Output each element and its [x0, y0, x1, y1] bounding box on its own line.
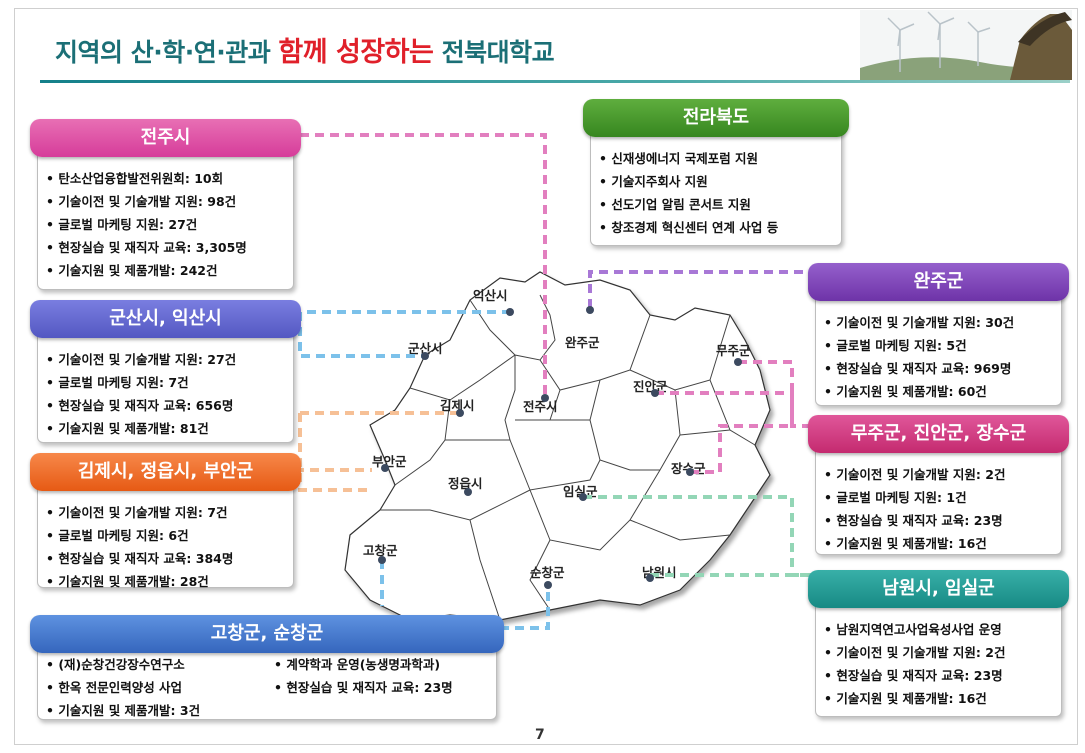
list-item: 기술지주회사 지원: [599, 170, 835, 193]
list-item: 현장실습 및 재직자 교육: 656명: [46, 394, 287, 417]
box-gimje-title: 김제시, 정읍시, 부안군: [30, 453, 301, 491]
box-gunsan-title: 군산시, 익산시: [30, 300, 301, 338]
box-jeonbuk-title: 전라북도: [583, 99, 849, 137]
map-label-gunsan: 군산시: [408, 341, 443, 356]
title-suffix: 전북대학교: [441, 38, 555, 67]
list-item: 현장실습 및 재직자 교육: 23명: [824, 664, 1055, 687]
jeonbuk-map: [344, 271, 771, 621]
list-item: 기술지원 및 제품개발: 60건: [824, 380, 1055, 403]
list-item: 글로벌 마케팅 지원: 7건: [46, 371, 287, 394]
list-item: 계약학과 운영(농생명과학과): [274, 653, 484, 676]
box-gunsan-iksan: 군산시, 익산시 기술이전 및 기술개발 지원: 27건 글로벌 마케팅 지원:…: [30, 300, 301, 443]
box-jeonju-title: 전주시: [30, 119, 301, 157]
map-dot-sunchang: [544, 581, 552, 589]
page-title: 지역의 산·학·연·관과 함께 성장하는 전북대학교: [55, 30, 555, 69]
map-dot-namwon: [646, 574, 654, 582]
box-gochang-title: 고창군, 순창군: [30, 615, 504, 653]
title-underline: [40, 80, 1070, 83]
map-dot-iksan: [506, 308, 514, 316]
box-gimje: 김제시, 정읍시, 부안군 기술이전 및 기술개발 지원: 7건 글로벌 마케팅…: [30, 453, 301, 589]
box-muju-title: 무주군, 진안군, 장수군: [808, 415, 1069, 453]
map-dot-jeongeup: [464, 488, 472, 496]
box-wanju-title: 완주군: [808, 263, 1069, 301]
map-dot-gunsan: [421, 352, 429, 360]
map-label-jeonju: 전주시: [523, 399, 558, 414]
list-item: 기술지원 및 제품개발: 28건: [46, 570, 287, 593]
list-item: 기술지원 및 제품개발: 16건: [824, 687, 1055, 710]
map-label-jeongeup: 정읍시: [448, 476, 483, 491]
list-item: 현장실습 및 재직자 교육: 23명: [274, 676, 484, 699]
list-item: 기술지원 및 제품개발: 3건: [46, 699, 484, 722]
connector-namwon: [583, 495, 815, 577]
connector-gimje: [295, 411, 460, 492]
list-item: 기술이전 및 기술개발 지원: 30건: [824, 311, 1055, 334]
page-number: 7: [535, 727, 545, 743]
box-muju: 무주군, 진안군, 장수군 기술이전 및 기술개발 지원: 2건 글로벌 마케팅…: [808, 415, 1069, 555]
map-label-gimje: 김제시: [440, 398, 475, 413]
list-item: 기술이전 및 기술개발 지원: 27건: [46, 348, 287, 371]
list-item: 현장실습 및 재직자 교육: 23명: [824, 509, 1055, 532]
list-item: 기술이전 및 기술개발 지원: 98건: [46, 190, 287, 213]
connector-gunsan: [292, 310, 510, 358]
map-label-gochang: 고창군: [363, 543, 398, 558]
title-highlight: 함께 성장하는: [278, 37, 434, 68]
box-wanju: 완주군 기술이전 및 기술개발 지원: 30건 글로벌 마케팅 지원: 5건 현…: [808, 263, 1069, 406]
map-dot-buan: [381, 464, 389, 472]
connector-wanju: [588, 270, 820, 308]
map-dot-jangsu: [686, 468, 694, 476]
map-dot-wanju: [586, 306, 594, 314]
wind-turbine-illustration: [860, 10, 1072, 80]
box-gochang-sunchang: 고창군, 순창군 (재)순창건강장수연구소 한옥 전문인력양성 사업 기술지원 …: [30, 615, 504, 722]
list-item: 글로벌 마케팅 지원: 27건: [46, 213, 287, 236]
list-item: 한옥 전문인력양성 사업: [46, 676, 484, 699]
title-prefix: 지역의 산·학·연·관과: [55, 38, 271, 67]
list-item: 기술지원 및 제품개발: 81건: [46, 417, 287, 440]
map-dot-jeonju: [541, 394, 549, 402]
map-label-iksan: 익산시: [473, 288, 508, 303]
map-label-jinan: 진안군: [633, 379, 668, 394]
map-label-wanju: 완주군: [565, 335, 600, 350]
list-item: 기술이전 및 기술개발 지원: 7건: [46, 501, 287, 524]
list-item: 글로벌 마케팅 지원: 1건: [824, 486, 1055, 509]
map-label-buan: 부안군: [372, 454, 407, 469]
list-item: 글로벌 마케팅 지원: 6건: [46, 524, 287, 547]
list-item: 창조경제 혁신센터 연계 사업 등: [599, 216, 835, 239]
list-item: 현장실습 및 재직자 교육: 3,305명: [46, 236, 287, 259]
list-item: 신재생에너지 국제포럼 지원: [599, 147, 835, 170]
map-label-muju: 무주군: [716, 343, 751, 358]
list-item: 탄소산업융합발전위원회: 10회: [46, 167, 287, 190]
connector-muju: [655, 360, 815, 474]
map-dot-jinan: [651, 389, 659, 397]
box-jeonju: 전주시 탄소산업융합발전위원회: 10회 기술이전 및 기술개발 지원: 98건…: [30, 119, 301, 290]
list-item: 기술지원 및 제품개발: 16건: [824, 532, 1055, 555]
gochang-col1: (재)순창건강장수연구소 한옥 전문인력양성 사업 기술지원 및 제품개발: 3…: [46, 653, 484, 722]
list-item: 기술이전 및 기술개발 지원: 2건: [824, 641, 1055, 664]
list-item: 기술지원 및 제품개발: 242건: [46, 259, 287, 282]
box-jeonbuk: 전라북도 신재생에너지 국제포럼 지원 기술지주회사 지원 선도기업 알림 콘서…: [583, 99, 849, 246]
list-item: 남원지역연고사업육성사업 운영: [824, 618, 1055, 641]
list-item: 현장실습 및 재직자 교육: 384명: [46, 547, 287, 570]
list-item: (재)순창건강장수연구소: [46, 653, 484, 676]
box-namwon: 남원시, 임실군 남원지역연고사업육성사업 운영 기술이전 및 기술개발 지원:…: [808, 570, 1069, 717]
map-label-sunchang: 순창군: [530, 565, 565, 580]
gochang-col2: 계약학과 운영(농생명과학과) 현장실습 및 재직자 교육: 23명: [274, 653, 484, 699]
map-dot-gochang: [378, 556, 386, 564]
list-item: 현장실습 및 재직자 교육: 969명: [824, 357, 1055, 380]
map-dot-gimje: [456, 409, 464, 417]
box-namwon-title: 남원시, 임실군: [808, 570, 1069, 608]
list-item: 선도기업 알림 콘서트 지원: [599, 193, 835, 216]
map-dot-imsil: [579, 493, 587, 501]
map-dot-muju: [734, 358, 742, 366]
list-item: 글로벌 마케팅 지원: 5건: [824, 334, 1055, 357]
connector-jeonju: [300, 133, 547, 400]
list-item: 기술이전 및 기술개발 지원: 2건: [824, 463, 1055, 486]
connector-gochang: [380, 560, 550, 630]
